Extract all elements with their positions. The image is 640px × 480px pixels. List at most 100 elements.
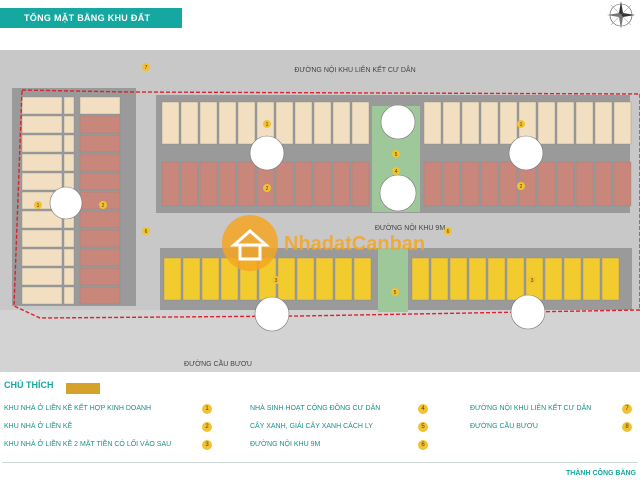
lot-brown [613,161,632,207]
svg-text:6: 6 [447,229,450,235]
lot-yellow [430,257,449,301]
lot-marker [49,186,83,220]
svg-text:7: 7 [145,65,148,71]
svg-text:1: 1 [266,122,269,128]
lot-beige [537,101,556,145]
lot-beige [63,96,75,115]
lot-yellow [449,257,468,301]
svg-text:2: 2 [520,184,523,190]
zone-badge: 1 [263,120,271,128]
zone-badge: 3 [528,276,536,284]
lot-beige [21,96,63,115]
lot-brown [594,161,613,207]
lot-yellow [182,257,201,301]
lot-brown [237,161,256,207]
lot-brown [556,161,575,207]
zone-badge: 6 [142,227,150,235]
watermark: NhadatCanban [222,215,425,271]
legend-item: ĐƯỜNG CẦU BƯƠU [470,423,538,430]
lot-beige [21,286,63,305]
legend-item: KHU NHÀ Ở LIỀN KỀ 2 MẶT TIỀN CÓ LỐI VÀO … [4,441,172,448]
lot-beige [237,101,256,145]
legend-item: CÂY XANH, GIẢI CÂY XANH CÁCH LY [250,423,373,430]
lot-beige [63,267,75,286]
site-boundary [13,89,640,319]
lot-brown [537,161,556,207]
lot-beige [21,248,63,267]
legend-number: 2 [202,422,212,432]
compass-icon [607,1,635,29]
lot-brown [199,161,218,207]
lot-yellow [201,257,220,301]
lot-yellow [563,257,582,301]
lot-beige [480,101,499,145]
lot-brown [79,153,121,172]
lot-beige [21,229,63,248]
lot-beige [218,101,237,145]
house-logo-icon [222,215,278,271]
lot-marker [249,135,285,171]
lot-beige [275,101,294,145]
lot-beige [79,96,121,115]
lot-yellow [582,257,601,301]
lot-brown [161,161,180,207]
lot-brown [575,161,594,207]
lot-beige [63,248,75,267]
svg-text:5: 5 [394,290,397,296]
lot-beige [21,267,63,286]
zone-badge: 2 [517,182,525,190]
road-label-middle: ĐƯỜNG NỘI KHU 9M [375,223,445,232]
lot-brown [79,115,121,134]
lot-yellow [601,257,620,301]
lot-marker [379,174,417,212]
lot-beige [294,101,313,145]
footer-brand: THÀNH CÔNG BẰNG [566,470,636,477]
lot-beige [442,101,461,145]
lot-beige [594,101,613,145]
lot-brown [79,229,121,248]
svg-text:3: 3 [531,278,534,284]
svg-text:6: 6 [145,229,148,235]
lot-beige [63,115,75,134]
lot-brown [79,267,121,286]
lot-brown [79,210,121,229]
zone-badge: 3 [272,276,280,284]
lot-brown [79,134,121,153]
lot-marker [254,296,290,332]
svg-text:1: 1 [37,203,40,209]
lot-brown [79,286,121,305]
legend-item: NHÀ SINH HOẠT CỘNG ĐỒNG CƯ DÂN [250,405,381,412]
lot-beige [332,101,351,145]
lot-beige [423,101,442,145]
site-plan-map: ĐƯỜNG NỘI KHU LIÊN KẾT CƯ DÂN ĐƯỜNG NỘI … [0,50,640,372]
lot-beige [180,101,199,145]
lot-beige [21,153,63,172]
legend-item: ĐƯỜNG NỘI KHU LIÊN KẾT CƯ DÂN [470,405,592,412]
lot-beige [351,101,370,145]
legend-heading: CHÚ THÍCH [4,380,54,390]
green-strip-south [378,248,408,312]
lot-beige [21,172,63,191]
lot-brown [423,161,442,207]
lot-brown [351,161,370,207]
lot-beige [313,101,332,145]
watermark-text: NhadatCanban [284,233,425,255]
lot-brown [275,161,294,207]
lot-yellow [163,257,182,301]
zone-badge: 6 [444,227,452,235]
zone-badge: 1 [34,201,42,209]
zone-badge: 7 [142,63,150,71]
svg-text:2: 2 [266,186,269,192]
lot-beige [63,134,75,153]
lot-beige [556,101,575,145]
lot-beige [21,115,63,134]
legend-number: 8 [622,422,632,432]
svg-text:4: 4 [395,169,398,175]
lot-beige [63,286,75,305]
lot-beige [499,101,518,145]
footer-divider [2,462,638,463]
zone-badge: 2 [263,184,271,192]
lot-brown [218,161,237,207]
legend-item: KHU NHÀ Ở LIỀN KỀ [4,423,73,430]
lot-brown [180,161,199,207]
